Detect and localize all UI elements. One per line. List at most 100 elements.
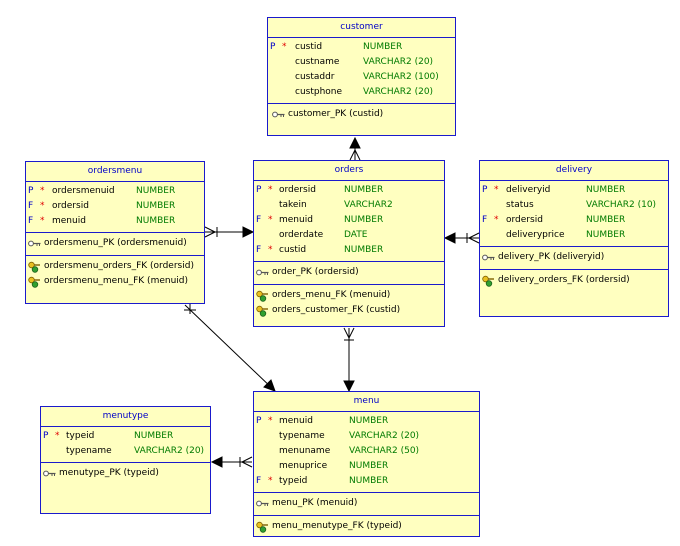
key-flag: P — [28, 186, 34, 196]
column-type: VARCHAR2 (50) — [349, 446, 420, 456]
column-type: NUMBER — [349, 476, 389, 486]
pk-row: order_PK (ordersid) — [256, 265, 444, 280]
fk-row: menu_menutype_FK (typeid) — [256, 519, 479, 534]
rel-menu-menutype[interactable] — [210, 456, 253, 468]
column-name: typeid — [66, 431, 95, 441]
column-name: menuid — [279, 215, 313, 225]
pk-label: customer_PK (custid) — [288, 109, 384, 119]
column-type: NUMBER — [586, 230, 626, 240]
foreign-key-section: delivery_orders_FK (ordersid) — [480, 269, 668, 292]
pk-key-icon — [256, 500, 269, 507]
fk-label: orders_menu_FK (menuid) — [272, 290, 391, 300]
mandatory-mark: * — [268, 215, 273, 225]
fk-label: ordersmenu_menu_FK (menuid) — [44, 276, 188, 286]
key-flag: P — [43, 431, 49, 441]
mandatory-mark: * — [494, 215, 499, 225]
primary-key-section: customer_PK (custid) — [268, 103, 455, 126]
mandatory-mark: * — [268, 185, 273, 195]
fk-key-icon — [256, 521, 269, 533]
column-name: menuid — [279, 416, 313, 426]
column-name: typename — [279, 431, 325, 441]
mandatory-mark: * — [268, 476, 273, 486]
pk-label: ordersmenu_PK (ordersmenuid) — [44, 238, 187, 248]
column-name: custid — [279, 245, 307, 255]
fk-key-icon — [482, 275, 495, 287]
pk-label: delivery_PK (deliveryid) — [498, 252, 605, 262]
column-type: NUMBER — [136, 201, 176, 211]
pk-row: menu_PK (menuid) — [256, 496, 479, 511]
column-name: menuprice — [279, 461, 328, 471]
pk-label: menutype_PK (typeid) — [59, 468, 159, 478]
column-type: NUMBER — [349, 461, 389, 471]
primary-key-section: menutype_PK (typeid) — [41, 462, 210, 485]
column-name: custphone — [295, 87, 343, 97]
column-type: NUMBER — [363, 42, 403, 52]
column-name: custaddr — [295, 72, 335, 82]
foreign-key-section: menu_menutype_FK (typeid) — [254, 515, 479, 538]
column-type: NUMBER — [586, 215, 626, 225]
rel-ordersmenu-orders[interactable] — [204, 226, 255, 238]
mandatory-mark: * — [268, 245, 273, 255]
column-type: NUMBER — [136, 186, 176, 196]
mandatory-mark: * — [494, 185, 499, 195]
table-title: menu — [254, 392, 479, 412]
rel-ordersmenu-menu[interactable] — [184, 302, 276, 392]
column-name: ordersid — [279, 185, 316, 195]
fk-key-icon — [256, 290, 269, 302]
fk-key-icon — [28, 276, 41, 288]
fk-row: ordersmenu_menu_FK (menuid) — [28, 274, 204, 289]
column-type: VARCHAR2 — [344, 200, 393, 210]
rel-orders-menu[interactable] — [343, 327, 355, 393]
key-flag: P — [482, 185, 488, 195]
column-type: DATE — [344, 230, 368, 240]
column-type: VARCHAR2 (20) — [363, 57, 434, 67]
column-name: deliveryprice — [506, 230, 565, 240]
mandatory-mark: * — [40, 186, 45, 196]
table-title: customer — [268, 18, 455, 38]
table-title: menutype — [41, 407, 210, 427]
key-flag: F — [28, 216, 34, 226]
mandatory-mark: * — [268, 416, 273, 426]
table-title: ordersmenu — [26, 162, 204, 182]
column-name: typename — [66, 446, 112, 456]
column-type: NUMBER — [586, 185, 626, 195]
pk-key-icon — [482, 254, 495, 261]
table-title: orders — [254, 161, 444, 181]
pk-key-icon — [28, 240, 41, 247]
foreign-key-section: ordersmenu_orders_FK (ordersid) ordersme… — [26, 255, 204, 293]
rel-orders-customer[interactable] — [349, 136, 361, 161]
pk-row: customer_PK (custid) — [270, 107, 455, 122]
fk-row: orders_menu_FK (menuid) — [256, 288, 444, 303]
column-name: ordersmenuid — [52, 186, 115, 196]
rel-delivery-orders[interactable] — [443, 232, 480, 244]
pk-label: menu_PK (menuid) — [272, 498, 358, 508]
column-type: NUMBER — [349, 416, 389, 426]
column-type: NUMBER — [344, 215, 384, 225]
fk-key-icon — [256, 305, 269, 317]
column-name: menuname — [279, 446, 331, 456]
column-name: ordersid — [506, 215, 543, 225]
mandatory-mark: * — [55, 431, 60, 441]
column-row: menuname VARCHAR2 (50) — [254, 444, 479, 459]
primary-key-section: ordersmenu_PK (ordersmenuid) — [26, 232, 204, 255]
